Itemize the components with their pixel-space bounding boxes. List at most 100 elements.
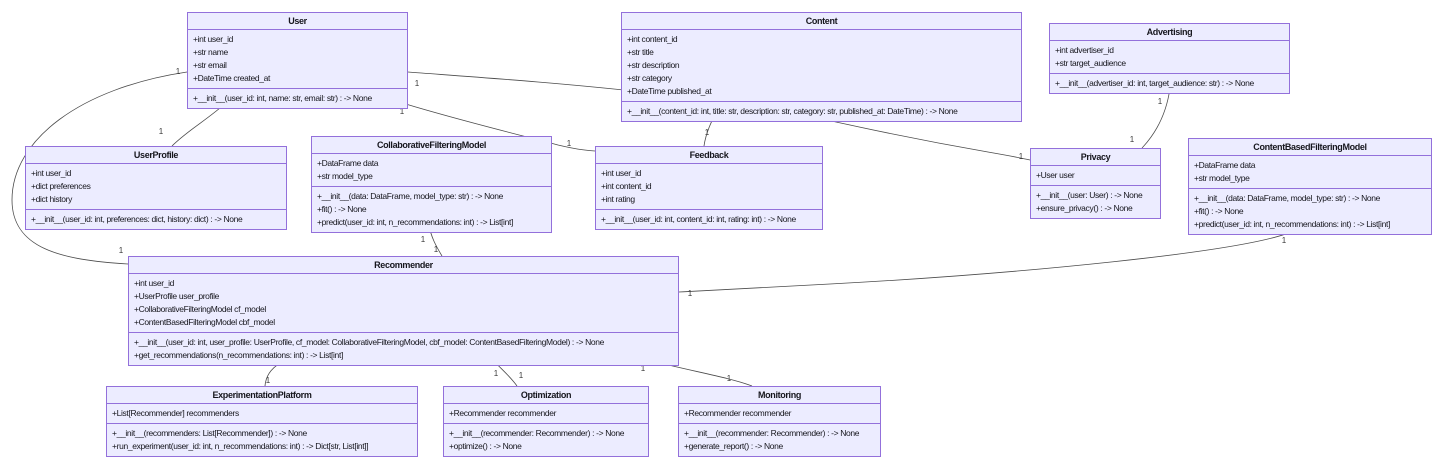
class-title: ExperimentationPlatform	[107, 387, 417, 404]
attribute-row: +dict preferences	[31, 181, 91, 191]
multiplicity-label: 1	[518, 371, 524, 380]
attribute-row: +int content_id	[627, 34, 678, 44]
attribute-row: +DataFrame data	[1194, 160, 1256, 170]
class-box-content: Content +int content_id +str title +str des…	[621, 12, 1022, 122]
class-box-expplatform: ExperimentationPlatform +List[Recommender…	[106, 386, 418, 457]
attributes-compartment: +int user_id +dict preferences +dict histo…	[26, 164, 286, 210]
multiplicity-label: 1	[265, 376, 271, 385]
multiplicity-label: 1	[414, 79, 420, 88]
methods-compartment: +__init__(user_id: int, user_profile: Us…	[129, 333, 678, 365]
method-row: +fit() : -> None	[1194, 206, 1244, 216]
attributes-compartment: +int content_id +str title +str descriptio…	[622, 30, 1021, 102]
class-box-optimization: Optimization +Recommender recommender +__i…	[443, 386, 649, 457]
multiplicity-label: 1	[175, 67, 181, 76]
class-box-recommender: Recommender+int user_id+UserProfile user…	[128, 256, 679, 366]
attributes-compartment: +DataFrame data +str model_type	[1189, 156, 1431, 189]
methods-compartment: +__init__(recommender: Recommender) : ->…	[679, 424, 880, 456]
attribute-row: +str target_audience	[1055, 58, 1126, 68]
attribute-row: +str title	[627, 47, 654, 57]
multiplicity-label: 1	[1018, 152, 1024, 161]
class-title: Content	[622, 13, 1021, 30]
methods-compartment: +__init__(data: DataFrame, model_type: s…	[1189, 189, 1431, 234]
method-row: +__init__(user_id: int, name: str, email…	[193, 93, 372, 103]
method-row: +__init__(user_id: int, user_profile: Us…	[134, 337, 604, 347]
method-row: +__init__(user_id: int, content_id: int,…	[601, 214, 796, 224]
attributes-compartment: +List[Recommender] recommenders	[107, 404, 417, 424]
class-box-feedback: Feedback+int user_id+int content_id+int …	[595, 146, 823, 230]
attributes-compartment: +int user_id+str name+str email+DateTime…	[188, 30, 407, 89]
attribute-row: +List[Recommender] recommenders	[112, 408, 239, 418]
method-row: +__init__(content_id: int, title: str, d…	[627, 106, 958, 116]
class-box-userprofile: UserProfile +int user_id +dict preferences…	[25, 146, 287, 230]
multiplicity-label: 1	[1281, 236, 1287, 245]
attribute-row: +CollaborativeFilteringModel cf_model	[134, 304, 266, 314]
attributes-compartment: +int user_id+int content_id+int rating	[596, 164, 822, 210]
attributes-compartment: +int user_id+UserProfile user_profile+Co…	[129, 274, 678, 333]
multiplicity-label: 1	[566, 139, 572, 148]
class-box-user: User+int user_id+str name+str email+Date…	[187, 12, 408, 109]
attribute-row: +DateTime published_at	[627, 86, 712, 96]
method-row: +__init__(recommenders: List[Recommender…	[112, 428, 307, 438]
class-title: Optimization	[444, 387, 648, 404]
attribute-row: +Recommender recommender	[449, 408, 557, 418]
methods-compartment: +__init__(user: User) : -> None +ensure_p…	[1031, 186, 1160, 218]
multiplicity-label: 1	[687, 289, 693, 298]
attributes-compartment: +Recommender recommender	[679, 404, 880, 424]
attribute-row: +str name	[193, 47, 228, 57]
multiplicity-label: 1	[704, 128, 710, 137]
method-row: +generate_report() : -> None	[684, 441, 783, 451]
method-row: +__init__(data: DataFrame, model_type: s…	[1194, 193, 1381, 203]
attribute-row: +str category	[627, 73, 672, 83]
class-box-monitoring: Monitoring +Recommender recommender +__ini…	[678, 386, 881, 457]
multiplicity-label: 1	[118, 246, 124, 255]
attribute-row: +str description	[627, 60, 680, 70]
multiplicity-label: 1	[158, 127, 164, 136]
methods-compartment: +__init__(user_id: int, preferences: dic…	[26, 210, 286, 229]
class-title: User	[188, 13, 407, 30]
method-row: +__init__(user_id: int, preferences: dic…	[31, 214, 243, 224]
class-title: Feedback	[596, 147, 822, 164]
class-title: Privacy	[1031, 149, 1160, 166]
method-row: +__init__(recommender: Recommender) : ->…	[449, 428, 625, 438]
relationship-user-recommender	[11, 71, 188, 265]
attributes-compartment: +int advertiser_id+str target_audience	[1050, 41, 1289, 74]
method-row: +ensure_privacy() : -> None	[1036, 203, 1133, 213]
multiplicity-label: 1	[1129, 135, 1135, 144]
methods-compartment: +__init__(content_id: int, title: str, d…	[622, 102, 1021, 121]
attribute-row: +ContentBasedFilteringModel cbf_model	[134, 317, 275, 327]
method-row: +optimize() : -> None	[449, 441, 522, 451]
attribute-row: +int rating	[601, 194, 635, 204]
method-row: +fit() : -> None	[317, 204, 367, 214]
class-title: Advertising	[1050, 24, 1289, 41]
class-title: CollaborativeFilteringModel	[312, 137, 551, 154]
method-row: +__init__(user: User) : -> None	[1036, 190, 1143, 200]
method-row: +__init__(data: DataFrame, model_type: s…	[317, 191, 504, 201]
method-row: +get_recommendations(n_recommendations: …	[134, 350, 343, 360]
methods-compartment: +__init__(advertiser_id: int, target_aud…	[1050, 74, 1289, 93]
attribute-row: +Recommender recommender	[684, 408, 792, 418]
multiplicity-label: 1	[493, 369, 499, 378]
multiplicity-label: 1	[640, 364, 646, 373]
class-title: UserProfile	[26, 147, 286, 164]
class-box-privacy: Privacy +User user +__init__(user: User) :…	[1030, 148, 1161, 219]
attribute-row: +User user	[1036, 170, 1075, 180]
attribute-row: +str model_type	[1194, 173, 1250, 183]
class-title: Monitoring	[679, 387, 880, 404]
multiplicity-label: 1	[726, 374, 732, 383]
method-row: +predict(user_id: int, n_recommendations…	[1194, 219, 1390, 229]
relationship-cbf-recommender	[678, 228, 1298, 293]
attribute-row: +DataFrame data	[317, 158, 379, 168]
methods-compartment: +__init__(user_id: int, name: str, email…	[188, 89, 407, 108]
methods-compartment: +__init__(user_id: int, content_id: int,…	[596, 210, 822, 229]
attributes-compartment: +DataFrame data+str model_type	[312, 154, 551, 187]
class-title: Recommender	[129, 257, 678, 274]
method-row: +predict(user_id: int, n_recommendations…	[317, 217, 513, 227]
attribute-row: +dict history	[31, 194, 73, 204]
multiplicity-label: 1	[433, 245, 439, 254]
attribute-row: +int user_id	[134, 278, 174, 288]
attribute-row: +str email	[193, 60, 227, 70]
attribute-row: +int user_id	[31, 168, 71, 178]
multiplicity-label: 1	[420, 235, 426, 244]
multiplicity-label: 1	[1157, 97, 1163, 106]
attribute-row: +int content_id	[601, 181, 652, 191]
